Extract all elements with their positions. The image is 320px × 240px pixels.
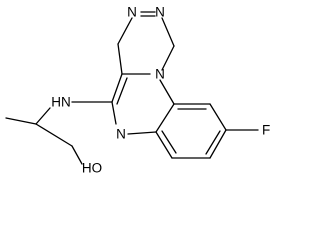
bond-benzene-c8-c7 <box>209 129 227 159</box>
atom-label-hydroxyl: HO <box>82 161 102 176</box>
bond-pyrazine-c3a-c4 <box>111 73 123 103</box>
bond-triazole-c3-n2 <box>117 17 133 45</box>
bond-triazole-n1-ch <box>161 17 175 47</box>
bond-benzene-c6-c5a <box>155 131 173 159</box>
bond-pyrazine-c4-n5 <box>111 101 117 125</box>
bond-ch-ch2 <box>35 123 73 147</box>
bond-ch-methyl <box>5 117 37 125</box>
bond-pyrazine-c9a-nbridge <box>159 79 175 105</box>
bond-pyrazine-c5a-c9a <box>155 103 175 133</box>
molecule-structure: N N N HN N F HO <box>5 5 270 176</box>
bond-benzene-c6-c5a-double <box>161 130 177 154</box>
bond-pyrazine-c3a-c4-double <box>116 77 128 105</box>
atom-label-bridgehead-n: N <box>155 67 165 82</box>
bond-ch2-oh <box>71 145 83 165</box>
bond-triazole-ch-nbridge <box>161 45 175 71</box>
bond-nh-ch <box>35 107 51 125</box>
bond-benzene-c9-c8 <box>209 103 227 131</box>
atom-label-triazole-n2: N <box>127 5 137 20</box>
bond-layer <box>5 11 259 165</box>
atom-label-fluorine: F <box>262 123 270 138</box>
bond-pyrazine-n5-c5a <box>127 131 157 135</box>
atom-label-amine-nh: HN <box>51 95 71 110</box>
atom-label-pyrazine-n: N <box>116 127 126 142</box>
bond-benzene-c8-c7-double <box>205 130 221 155</box>
bond-triazole-c3-c3a <box>117 43 123 75</box>
atom-label-triazole-n1: N <box>155 5 165 20</box>
atom-label-layer: N N N HN N F HO <box>51 5 270 176</box>
